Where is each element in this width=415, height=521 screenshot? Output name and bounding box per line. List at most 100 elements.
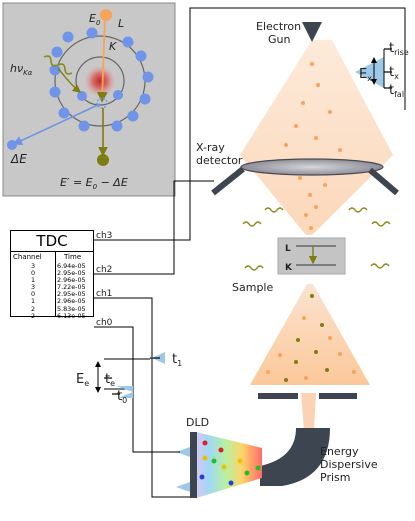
cable-ch2: [94, 180, 214, 275]
emitted-photons: [242, 207, 391, 271]
xray-label-1: X-ray: [196, 141, 225, 154]
xray-label-2: detector: [196, 154, 243, 167]
xray-detector-right: [368, 167, 399, 196]
aperture-right: [319, 393, 357, 399]
cable-ch1: [94, 297, 153, 357]
tdc-col-time: Time: [64, 253, 82, 261]
t1-label: t1: [172, 352, 182, 368]
ch2-label: ch2: [96, 265, 112, 275]
photon-label: hνKα: [10, 62, 33, 77]
tdc-time-cell: 6.94e-05: [57, 262, 86, 270]
tdc-header: Channel Time: [11, 252, 93, 263]
nucleus: [84, 65, 116, 97]
table-row: 0 2.95e-05: [11, 270, 93, 277]
ch1-label: ch1: [96, 289, 112, 299]
electron-pulses: Ee te t1 t0: [76, 352, 182, 405]
tdc-time-cell: 2.95e-05: [57, 269, 86, 278]
tdc-title: TDC: [11, 231, 93, 252]
lower-beam-cone: [250, 284, 370, 385]
xray-detector-left: [211, 166, 245, 196]
sample-K-label: K: [285, 263, 293, 273]
beam-column: Electron Gun X-ray detector: [196, 20, 399, 486]
dld-spectrum: [196, 432, 262, 498]
atom-inset: hνKα ΔE E′ = E0 − ΔE E0 L K: [2, 2, 176, 197]
delta-e-arrow: [12, 103, 101, 145]
shell-K-ring: [75, 56, 125, 106]
tdc-channel-cell: 1: [31, 297, 36, 306]
te-label: te: [105, 372, 115, 388]
tdc-channel-cell: 0: [31, 290, 36, 299]
tdc-time-cell: 6.13e-05: [57, 311, 86, 320]
sample-L-label: L: [285, 244, 291, 254]
sample-label: Sample: [232, 281, 273, 294]
dld-label: DLD: [186, 416, 209, 429]
cone-electron-dots: [266, 294, 356, 382]
table-row: 3 7.22e-05: [11, 284, 93, 291]
tdc-channel-cell: 2: [31, 311, 36, 320]
cable-ch3: [94, 7, 406, 241]
t-fall-label: tfall: [389, 83, 406, 99]
t0-label: t0: [117, 389, 127, 405]
table-row: 0 2.95e-05: [11, 291, 93, 298]
dld-pulse-1: [176, 447, 190, 457]
cable-ch1-dld: [151, 358, 190, 498]
cable-ch0: [94, 326, 134, 392]
table-row: 2 5.83e-05: [11, 304, 93, 313]
table-row: 2 6.13e-05: [11, 311, 93, 320]
prism-label-2: Dispersive: [320, 458, 378, 471]
t0-pulse-upper: [116, 386, 133, 392]
ejected-electron: [7, 140, 17, 150]
beam-electron-dots: [284, 62, 342, 230]
tdc-time-cell: 7.22e-05: [57, 283, 86, 292]
aperture-left: [258, 393, 298, 399]
tdc-rows: 3 6.94e-05 0 2.95e-05 1 2.96e-05 3 7.22e-05 0 2.9…: [11, 263, 93, 320]
outer-shell-electrons: [49, 27, 154, 132]
incident-electron: [100, 9, 112, 21]
shell-K-label: K: [109, 40, 117, 53]
energy-dispersive-prism: [260, 428, 330, 486]
e-prime-equation: E′ = E0 − ΔE: [60, 176, 128, 191]
magnetic-lens: [240, 158, 384, 176]
tdc-channel-cell: 3: [31, 262, 36, 270]
e0-label: E0: [89, 12, 101, 27]
table-row: 3 6.94e-05: [11, 263, 93, 270]
dld-dots: [199, 440, 261, 486]
tdc-time-cell: 5.83e-05: [57, 304, 86, 313]
transition-arrow: [57, 67, 82, 93]
outgoing-electron: [97, 154, 109, 166]
tdc-channel-cell: 2: [31, 304, 36, 313]
tdc-time-cell: 2.96e-05: [57, 297, 86, 306]
table-row: 1 2.96e-05: [11, 277, 93, 284]
ee-label: Ee: [76, 372, 89, 388]
cable-ch0-dld: [132, 392, 180, 453]
shell-L-label: L: [118, 17, 124, 30]
dld-pulse-2: [176, 482, 190, 492]
tdc-channel-cell: 1: [31, 276, 36, 285]
tdc-divider: [55, 252, 56, 316]
tdc-table: TDC Channel Time 3 6.94e-05 0 2.95e-05 1 2.96…: [10, 230, 94, 320]
k-vacancy: [96, 97, 108, 109]
ex-label: Ex: [359, 67, 372, 83]
electron-gun-label-1: Electron: [256, 20, 301, 33]
aperture-beam: [301, 393, 316, 430]
ch3-label: ch3: [96, 231, 112, 241]
t-x-label: tx: [389, 65, 399, 81]
t-rise-label: trise: [389, 41, 409, 57]
prism-label-3: Prism: [320, 471, 350, 484]
tdc-channel-cell: 0: [31, 269, 36, 278]
photon-wave: [43, 55, 73, 75]
xray-pulse: Ex trise tx tfall: [355, 41, 409, 99]
electron-gun-label-2: Gun: [268, 33, 290, 46]
dld-plate: [190, 432, 197, 498]
signal-cables: [94, 7, 406, 498]
table-row: 1 2.96e-05: [11, 298, 93, 305]
tdc-channel-cell: 3: [31, 283, 36, 292]
dld-detector: DLD: [176, 416, 262, 498]
inner-shell-electrons: [77, 90, 123, 101]
prism-label-1: Energy: [320, 445, 359, 458]
t0-pulse-lower: [118, 392, 133, 398]
tdc-time-cell: 2.95e-05: [57, 290, 86, 299]
delta-e-label: ΔE: [10, 152, 27, 166]
tdc-time-cell: 2.96e-05: [57, 276, 86, 285]
